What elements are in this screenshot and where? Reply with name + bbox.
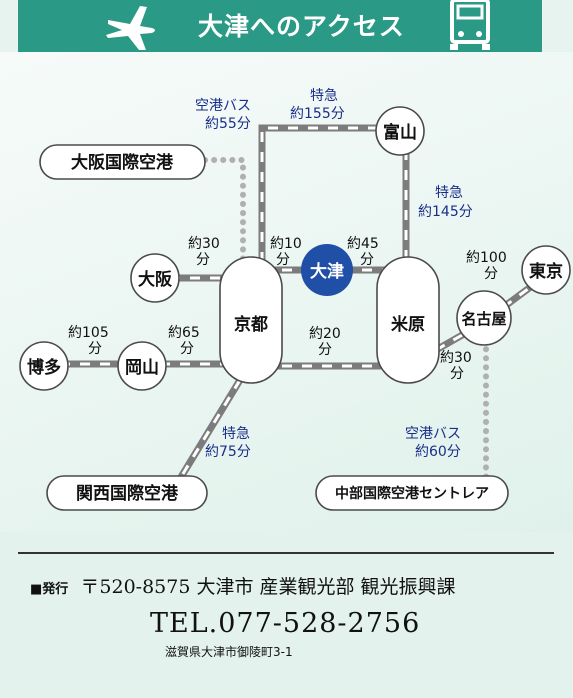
header-banner: 大津へのアクセス xyxy=(18,0,542,52)
label-okayama: 岡山 xyxy=(125,358,159,378)
label-kyoto-maibara-2: 分 xyxy=(318,342,332,358)
label-kansai-express-2: 約75分 xyxy=(205,444,251,460)
label-maibara: 米原 xyxy=(391,314,425,335)
label-kyoto-maibara-1: 約20 xyxy=(309,326,341,342)
label-kansai-express-1: 特急 xyxy=(222,426,250,442)
label-nagoya: 名古屋 xyxy=(461,310,506,328)
station-kansai-airport xyxy=(46,475,208,511)
station-osaka xyxy=(130,253,180,303)
label-itami-bus-1: 空港バス xyxy=(195,98,251,114)
station-kyoto xyxy=(219,256,283,384)
label-nagoya-tokyo-1: 約100 xyxy=(466,250,507,266)
label-otsu-maibara-2: 分 xyxy=(360,252,374,268)
label-toyama-express-1: 特急 xyxy=(310,88,338,104)
itami-bus-line xyxy=(202,157,246,273)
issuer-line: ■発行 〒520-8575 大津市 産業観光部 観光振興課 xyxy=(30,572,456,599)
route-diagram: 空港バス 約55分 特急 約155分 特急 約145分 約30 分 約10 分 … xyxy=(19,88,571,511)
label-maibara-toyama-1: 特急 xyxy=(435,185,463,201)
label-maibara-nagoya-1: 約30 xyxy=(440,350,472,366)
label-tokyo: 東京 xyxy=(529,261,563,282)
label-hakata-okayama-1: 約105 xyxy=(68,325,109,341)
label-okayama-kyoto-1: 約65 xyxy=(168,325,200,341)
label-kansai-airport: 関西国際空港 xyxy=(76,483,179,504)
label-osaka: 大阪 xyxy=(138,269,172,290)
footer xyxy=(0,532,573,698)
label-hakata: 博多 xyxy=(27,357,61,378)
label-itami-bus-2: 約55分 xyxy=(205,116,251,132)
label-toyama: 富山 xyxy=(383,122,417,143)
station-tokyo xyxy=(521,245,571,295)
kansai-express-line xyxy=(175,378,243,484)
label-maibara-nagoya-2: 分 xyxy=(450,366,464,382)
station-toyama xyxy=(375,106,425,156)
label-chubu-airport: 中部国際空港セントレア xyxy=(335,485,489,502)
station-nagoya xyxy=(456,290,512,346)
footer-divider xyxy=(18,552,554,554)
station-chubu-airport xyxy=(315,475,509,511)
label-okayama-kyoto-2: 分 xyxy=(180,341,194,357)
station-maibara xyxy=(376,256,440,384)
label-nagoya-tokyo-2: 分 xyxy=(484,266,498,282)
route-labels: 空港バス 約55分 特急 約155分 特急 約145分 約30 分 約10 分 … xyxy=(68,88,507,460)
label-itami-airport: 大阪国際空港 xyxy=(71,152,174,173)
issuer-text: 〒520-8575 大津市 産業観光部 観光振興課 xyxy=(80,576,456,598)
page-title: 大津へのアクセス xyxy=(198,12,405,41)
label-toyama-express-2: 約155分 xyxy=(290,106,345,122)
issuer-mark: ■発行 xyxy=(30,582,69,597)
label-otsu: 大津 xyxy=(310,261,344,282)
label-osaka-kyoto-2: 分 xyxy=(196,252,210,268)
label-maibara-toyama-2: 約145分 xyxy=(418,204,473,220)
label-kyoto: 京都 xyxy=(234,314,268,335)
label-chubu-bus-1: 空港バス xyxy=(405,426,461,442)
label-otsu-maibara-1: 約45 xyxy=(347,236,379,252)
label-kyoto-otsu-1: 約10 xyxy=(270,236,302,252)
label-hakata-okayama-2: 分 xyxy=(88,341,102,357)
station-hakata xyxy=(19,341,69,391)
label-chubu-bus-2: 約60分 xyxy=(415,444,461,460)
station-okayama xyxy=(117,341,167,391)
station-otsu xyxy=(301,244,353,296)
train-icon xyxy=(450,0,490,50)
label-osaka-kyoto-1: 約30 xyxy=(188,236,220,252)
plane-icon xyxy=(106,6,155,50)
address: 滋賀県大津市御陵町3-1 xyxy=(165,645,293,659)
telephone-number: TEL.077-528-2756 xyxy=(150,608,421,639)
station-itami-airport xyxy=(39,144,206,180)
label-kyoto-otsu-2: 分 xyxy=(276,252,290,268)
